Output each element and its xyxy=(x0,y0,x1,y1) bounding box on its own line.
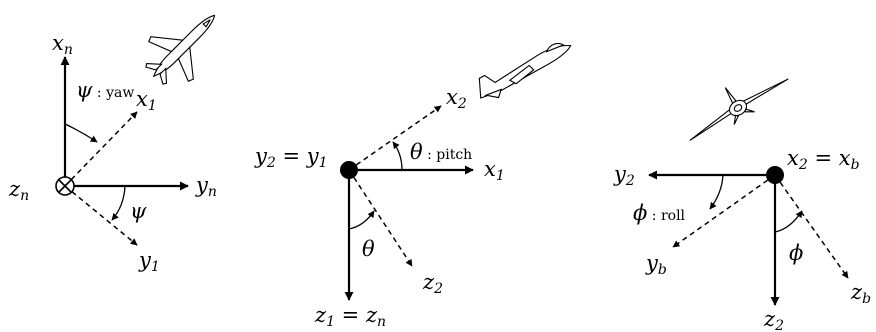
x1-label-pitch: x1 xyxy=(484,157,505,184)
yaw-panel: xn ψ : yaw x1 zn yn ψ y1 xyxy=(8,14,217,275)
phi-angle-label: ϕ xyxy=(789,241,803,265)
roll-panel: x2 = xb y2 ϕ : roll ϕ yb zb z2 xyxy=(613,78,871,332)
phi-angle-arc-bottom xyxy=(774,210,803,233)
yb-axis-arrow xyxy=(672,174,776,248)
xn-label: xn xyxy=(52,31,73,58)
roll-caption: ϕ : roll xyxy=(633,201,686,225)
aircraft-side-view-icon xyxy=(478,42,572,99)
yaw-caption: ψ : yaw xyxy=(76,78,134,102)
yn-label: yn xyxy=(195,173,217,200)
roll-origin-dot xyxy=(766,166,784,184)
z1-equals-zn-label: z1 = zn xyxy=(314,303,386,330)
z2-label: z2 xyxy=(422,270,443,297)
psi-angle-arc-top xyxy=(64,123,98,143)
aircraft-top-view-icon xyxy=(145,14,216,85)
aircraft-front-view-icon xyxy=(689,78,789,141)
x2-axis-arrow xyxy=(348,105,442,171)
theta-angle-arc-bottom xyxy=(348,210,375,230)
phi-angle-arc-left xyxy=(709,174,724,210)
zn-label: zn xyxy=(8,177,29,204)
z2-label-roll: z2 xyxy=(763,307,784,332)
x2-equals-xb-label: x2 = xb xyxy=(787,146,860,173)
x1-label: x1 xyxy=(136,87,157,114)
y1-label: y1 xyxy=(138,248,160,275)
psi-angle-arc-right xyxy=(111,185,126,221)
pitch-origin-dot xyxy=(340,161,358,179)
zb-label: zb xyxy=(850,280,871,307)
pitch-panel: y2 = y1 x2 θ : pitch x1 θ z2 z1 = zn xyxy=(254,42,572,330)
yb-label: yb xyxy=(645,251,667,278)
x1-axis-arrow xyxy=(64,111,138,187)
x2-label: x2 xyxy=(446,85,467,112)
theta-angle-arc-top xyxy=(392,141,403,171)
y2-equals-y1-label: y2 = y1 xyxy=(254,144,328,171)
theta-angle-label: θ xyxy=(362,237,375,261)
pitch-caption: θ : pitch xyxy=(410,140,472,164)
psi-angle-label: ψ xyxy=(130,199,147,223)
y1-axis-arrow xyxy=(64,185,138,246)
zb-axis-arrow xyxy=(774,174,849,279)
y2-label: y2 xyxy=(613,162,635,189)
z2-axis-arrow xyxy=(348,169,413,267)
